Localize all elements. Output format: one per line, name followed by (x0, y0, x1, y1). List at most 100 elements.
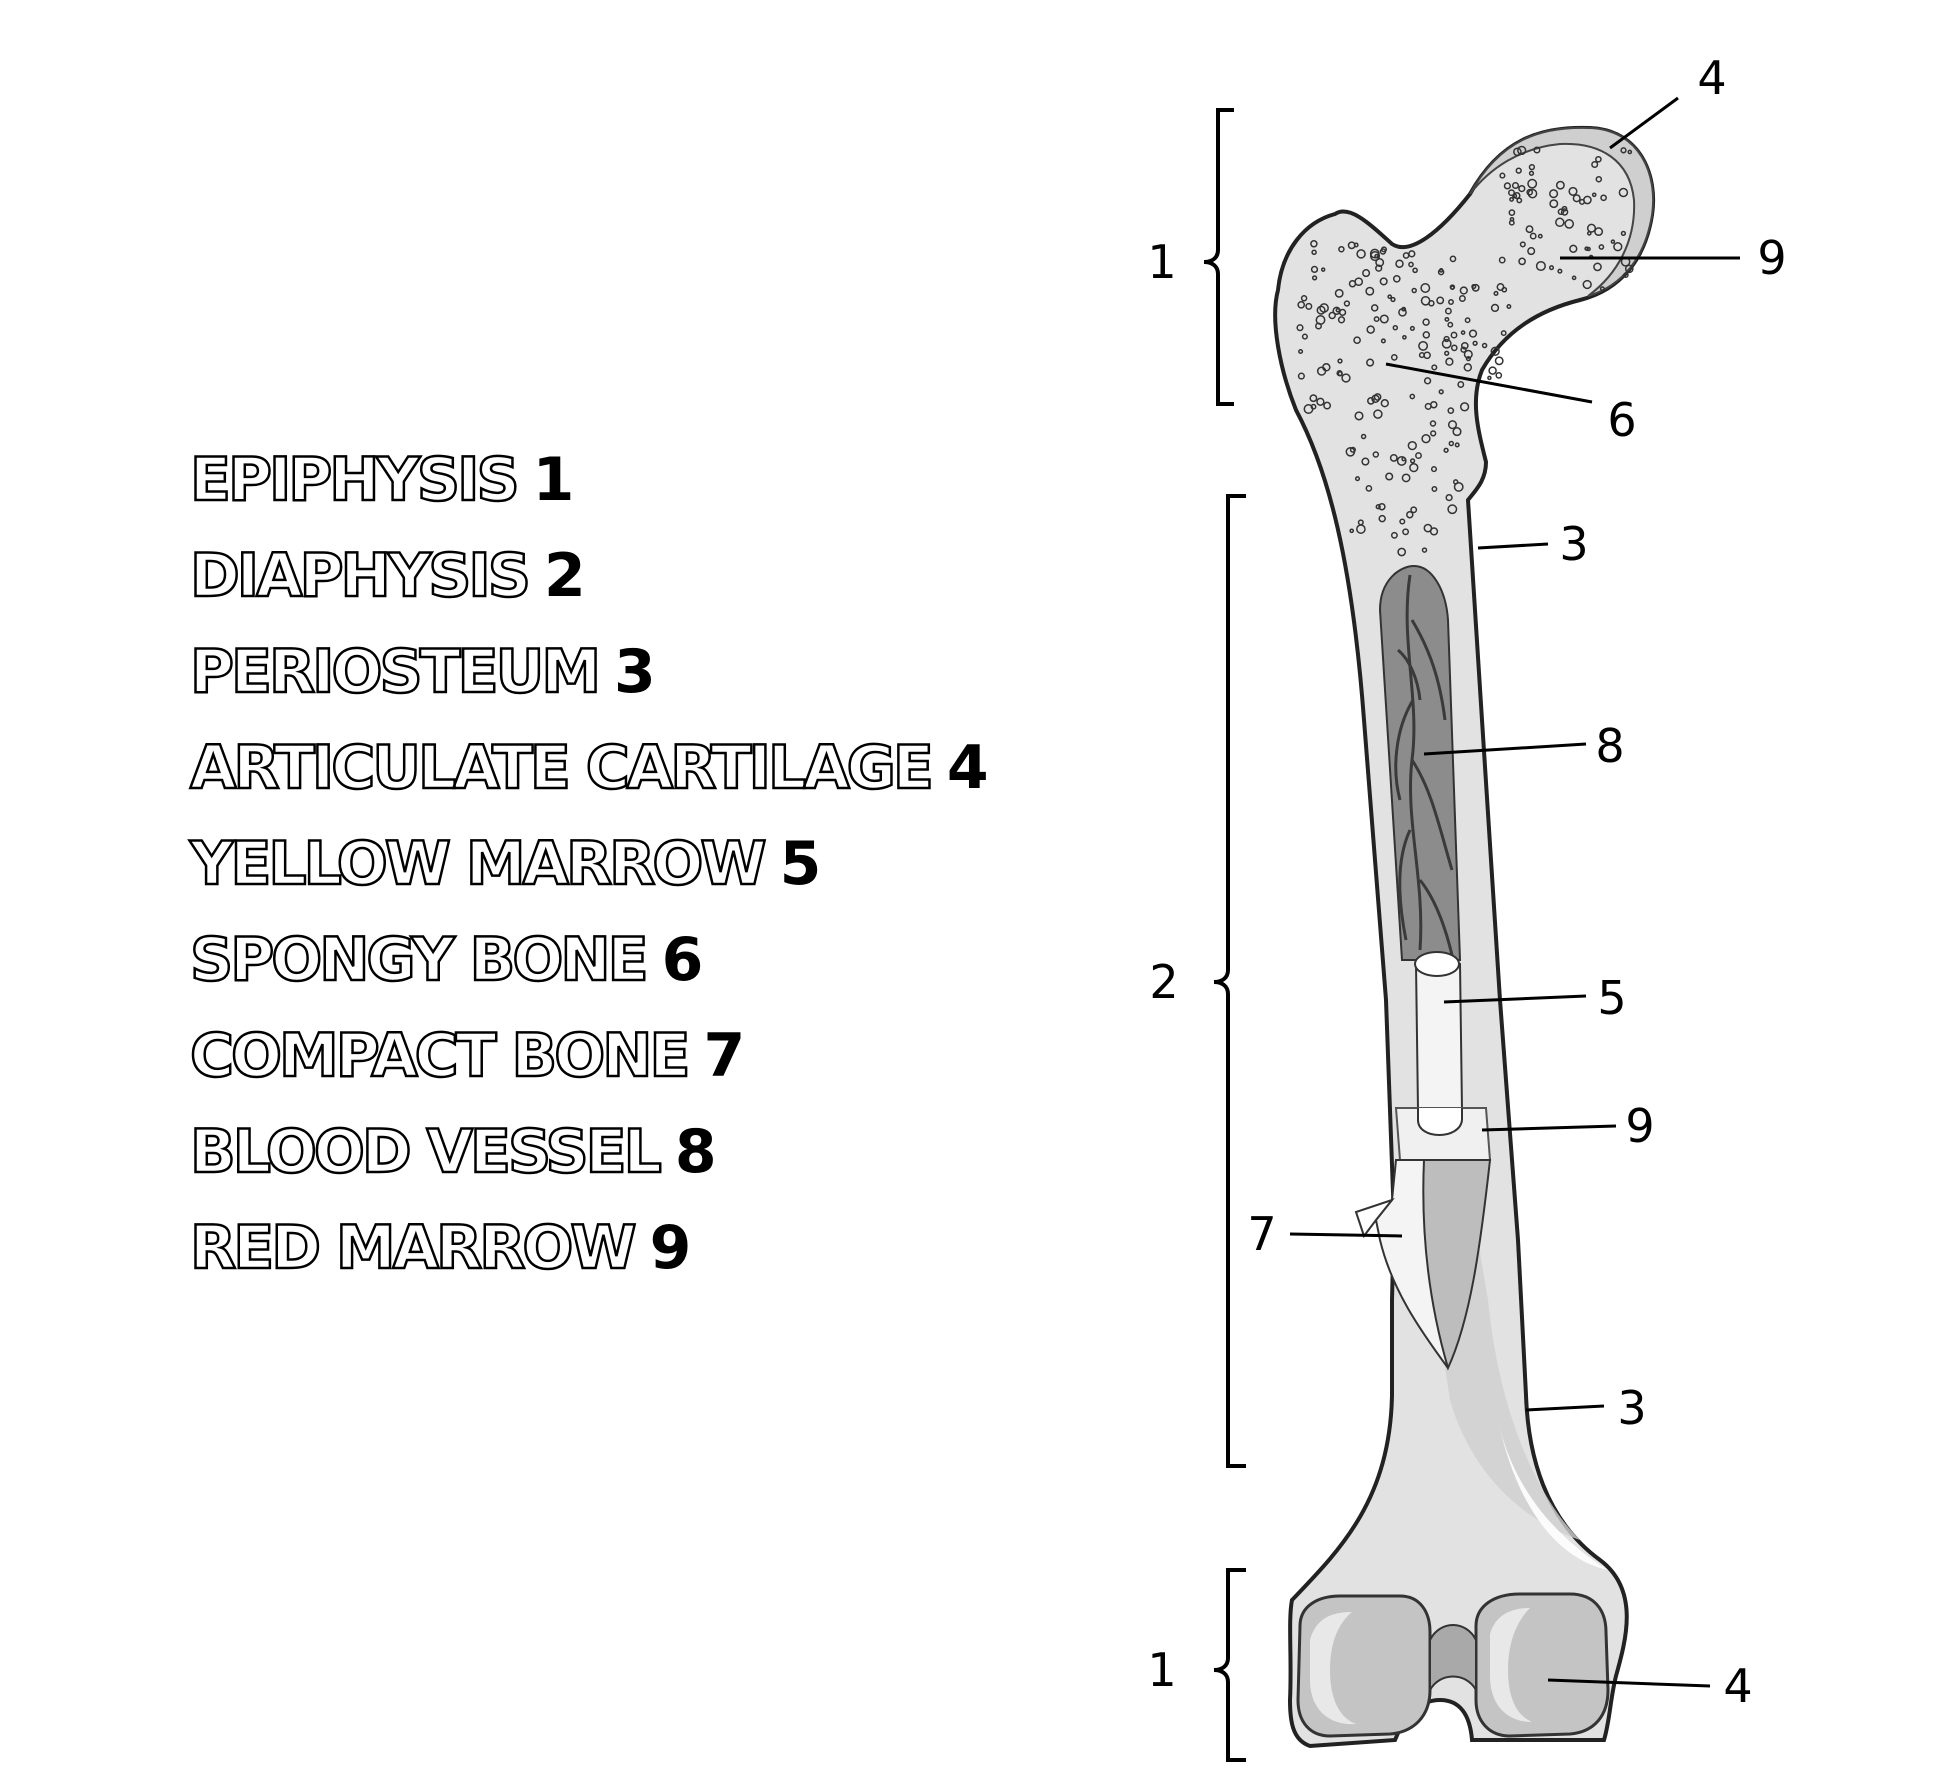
spongy-pore (1420, 283, 1431, 293)
callout-epiphysis-bottom: 1 (1147, 1643, 1176, 1697)
spongy-pore (1315, 322, 1322, 330)
spongy-pore (1441, 338, 1452, 349)
spongy-pore (1373, 393, 1382, 401)
spongy-pore (1445, 357, 1454, 366)
spongy-pore (1395, 259, 1404, 268)
spongy-pore (1423, 377, 1432, 385)
spongy-pore (1472, 340, 1478, 346)
compact-bone-wall (1374, 1159, 1449, 1369)
spongy-pore (1348, 279, 1357, 288)
leader-lines (1289, 96, 1740, 1688)
spongy-pore (1431, 486, 1438, 492)
spongy-pore (1412, 267, 1418, 274)
spongy-pore (1409, 462, 1419, 473)
spongy-pore (1431, 364, 1438, 371)
spongy-pore (1418, 352, 1425, 359)
spongy-pore (1555, 217, 1565, 228)
spongy-pore (1372, 451, 1380, 458)
spongy-pore (1586, 223, 1597, 233)
spongy-pore (1392, 324, 1399, 331)
red-marrow-curve (1417, 1108, 1463, 1136)
spongy-pore (1375, 504, 1381, 510)
spongy-pore (1508, 189, 1515, 197)
spongy-pore (1410, 506, 1418, 514)
callout-epiphysis-top: 1 (1147, 235, 1176, 289)
spongy-pore (1499, 172, 1506, 179)
legend-item-yellow-marrow: YELLOW MARROW 5 (189, 816, 989, 912)
spongy-pore (1583, 195, 1592, 205)
spongy-pore (1437, 268, 1445, 276)
spongy-pore (1595, 155, 1602, 163)
legend-term: PERIOSTEUM (189, 636, 603, 709)
legend-term: DIAPHYSIS (189, 540, 532, 613)
spongy-pore (1453, 481, 1464, 492)
spongy-pore (1500, 330, 1507, 337)
spongy-pore (1311, 275, 1318, 281)
spongy-pore (1516, 197, 1523, 204)
yellow-marrow-top (1414, 951, 1460, 977)
spongy-pore (1460, 330, 1466, 335)
spongy-pore (1494, 356, 1504, 366)
spongy-pore (1337, 316, 1346, 324)
spongy-pore (1305, 302, 1313, 310)
spongy-pore (1464, 317, 1471, 324)
medial-condyle-highlight (1490, 1608, 1532, 1722)
spongy-pore (1526, 188, 1534, 196)
legend-term: BLOOD VESSEL (189, 1116, 663, 1189)
spongy-pore (1380, 399, 1389, 408)
spongy-pore (1297, 300, 1306, 309)
spongy-pore (1593, 262, 1602, 272)
spongy-pore (1371, 394, 1380, 404)
spongy-pore (1402, 252, 1410, 259)
spongy-pore (1401, 456, 1407, 462)
spongy-pore (1420, 295, 1431, 306)
spongy-pore (1402, 528, 1410, 536)
spongy-pore (1513, 191, 1521, 200)
spongy-pore (1600, 194, 1607, 202)
spongy-pore (1501, 286, 1508, 293)
spongy-pore (1527, 247, 1536, 256)
spongy-pore (1401, 473, 1411, 483)
spongy-pore (1506, 304, 1512, 309)
spongy-pore (1511, 181, 1520, 190)
spongy-pore (1300, 295, 1308, 302)
spongy-pore (1430, 430, 1437, 437)
spongy-pore (1341, 373, 1351, 383)
spongy-pore (1598, 244, 1605, 250)
spongy-pore (1297, 372, 1305, 380)
spongy-pore (1430, 466, 1438, 473)
spongy-pore (1337, 358, 1343, 364)
spongy-pore (1555, 180, 1565, 190)
spongy-pore (1385, 472, 1394, 481)
spongy-pore (1620, 147, 1627, 154)
spongy-pore (1361, 457, 1370, 466)
spongy-pore (1356, 524, 1366, 534)
spongy-pore (1448, 440, 1455, 447)
spongy-pore (1406, 510, 1414, 519)
spongy-pore (1310, 240, 1318, 248)
legend-item-blood-vessel: BLOOD VESSEL 8 (189, 1104, 989, 1200)
callout-red-marrow-top: 9 (1757, 231, 1786, 285)
spongy-pore (1379, 314, 1389, 324)
callout-red-marrow-mid: 9 (1625, 1099, 1654, 1153)
spongy-pore (1493, 290, 1499, 296)
legend-number: 9 (649, 1213, 692, 1283)
spongy-pore (1316, 366, 1327, 376)
spongy-pore (1527, 178, 1538, 189)
spongy-pore (1296, 324, 1304, 332)
spongy-pore (1399, 518, 1406, 525)
spongy-pore (1449, 255, 1457, 263)
spongy-pore (1443, 447, 1449, 453)
spongy-pore (1365, 485, 1373, 492)
femoral-head-cartilage (1469, 126, 1654, 297)
spongy-pore (1421, 547, 1428, 553)
spongy-pore (1452, 427, 1462, 437)
spongy-pore (1459, 402, 1470, 412)
spongy-bone-texture (1296, 145, 1634, 557)
spongy-pore (1366, 325, 1375, 334)
spongy-pore (1336, 370, 1343, 377)
spongy-pore (1449, 284, 1456, 290)
legend-term: RED MARROW (189, 1212, 638, 1285)
callout-periosteum-bottom: 3 (1617, 1381, 1646, 1435)
